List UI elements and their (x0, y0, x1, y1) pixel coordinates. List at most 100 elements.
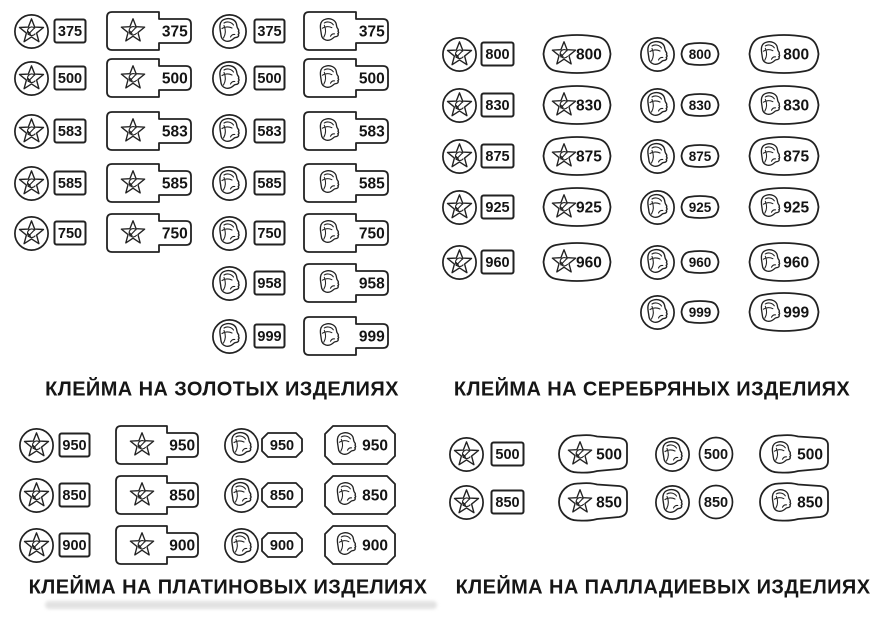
fineness-number: 950 (169, 437, 195, 454)
silver-830-star-circle-stamp (441, 87, 477, 123)
palladium-500-head-frame-stamp: 500 (759, 434, 829, 474)
fineness-number: 999 (359, 328, 385, 345)
fineness-number: 900 (362, 537, 388, 554)
star-hammer-sickle-icon (18, 169, 44, 194)
gold-585-head-frame-stamp: 585 (303, 163, 389, 203)
section-title-platinum: КЛЕЙМА НА ПЛАТИНОВЫХ ИЗДЕЛИЯХ (28, 576, 428, 599)
star-hammer-sickle-icon (23, 481, 49, 506)
platinum-900-head-circle-stamp (223, 527, 259, 563)
silver-830-fineness-pill-stamp: 830 (680, 93, 720, 117)
fineness-number: 500 (359, 70, 385, 87)
kokoshnik-head-icon (218, 117, 240, 142)
gold-583-head-frame-stamp: 583 (303, 111, 389, 151)
gold-500-star-frame-stamp: 500 (106, 58, 192, 98)
palladium-500-fineness-rect-stamp: 500 (490, 441, 524, 467)
fineness-number: 375 (257, 24, 281, 40)
fineness-number: 830 (485, 98, 509, 114)
fineness-number: 585 (257, 176, 281, 192)
silver-875-star-circle-stamp (441, 138, 477, 174)
kokoshnik-head-icon (646, 298, 668, 323)
palladium-500-head-circle-stamp (654, 436, 690, 472)
fineness-number: 958 (257, 276, 281, 292)
gold-750-star-frame-stamp: 750 (106, 213, 192, 253)
gold-750-head-circle-stamp (211, 215, 247, 251)
gold-958-fineness-rect-stamp: 958 (253, 270, 285, 296)
kokoshnik-head-icon (760, 299, 781, 322)
star-hammer-sickle-icon (551, 249, 577, 273)
gold-958-head-circle-stamp (211, 265, 247, 301)
fineness-number: 750 (58, 226, 82, 242)
silver-830-head-circle-stamp (639, 87, 675, 123)
silver-960-head-circle-stamp (639, 244, 675, 280)
silver-925-head-circle-stamp (639, 189, 675, 225)
platinum-900-fineness-octagon-stamp: 900 (261, 532, 303, 558)
star-hammer-sickle-icon (120, 65, 146, 89)
platinum-850-star-circle-stamp (18, 477, 54, 513)
star-hammer-sickle-icon (120, 18, 146, 42)
silver-960-fineness-pill-stamp: 960 (680, 250, 720, 274)
star-hammer-sickle-icon (446, 142, 472, 167)
fineness-number: 375 (58, 24, 82, 40)
fineness-number: 500 (257, 71, 281, 87)
section-title-silver: КЛЕЙМА НА СЕРЕБРЯНЫХ ИЗДЕЛИЯХ (453, 378, 851, 401)
kokoshnik-head-icon (646, 142, 668, 167)
gold-750-star-circle-stamp (13, 215, 49, 251)
platinum-950-star-frame-stamp: 950 (115, 425, 199, 465)
silver-999-head-frame-stamp: 999 (748, 292, 820, 332)
star-hammer-sickle-icon (120, 170, 146, 194)
kokoshnik-head-icon (319, 18, 340, 41)
kokoshnik-head-icon (218, 322, 240, 347)
star-hammer-sickle-icon (129, 432, 155, 456)
gold-750-fineness-rect-stamp: 750 (53, 220, 87, 246)
star-hammer-sickle-icon (446, 193, 472, 218)
silver-960-fineness-rect-stamp: 960 (480, 249, 514, 275)
silver-960-head-frame-stamp: 960 (748, 242, 820, 282)
silver-925-star-frame-stamp: 925 (542, 187, 612, 227)
kokoshnik-head-icon (771, 489, 792, 512)
kokoshnik-head-icon (646, 91, 668, 116)
gold-500-head-circle-stamp (211, 60, 247, 96)
fineness-number: 875 (485, 149, 509, 165)
fineness-number: 375 (359, 23, 385, 40)
silver-925-fineness-pill-stamp: 925 (680, 195, 720, 219)
kokoshnik-head-icon (760, 41, 781, 64)
star-hammer-sickle-icon (18, 64, 44, 89)
fineness-number: 750 (257, 226, 281, 242)
kokoshnik-head-icon (771, 441, 792, 464)
fineness-number: 800 (485, 47, 509, 63)
fineness-number: 500 (162, 70, 188, 87)
palladium-850-star-frame-stamp: 850 (558, 482, 628, 522)
gold-500-fineness-rect-stamp: 500 (53, 65, 87, 91)
silver-800-head-circle-stamp (639, 36, 675, 72)
fineness-number: 850 (362, 487, 388, 504)
fineness-number: 925 (485, 200, 509, 216)
fineness-number: 875 (783, 148, 809, 165)
platinum-900-fineness-rect-stamp: 900 (58, 532, 90, 558)
platinum-950-fineness-rect-stamp: 950 (58, 432, 90, 458)
star-hammer-sickle-icon (551, 194, 577, 218)
star-hammer-sickle-icon (567, 441, 593, 465)
fineness-number: 999 (257, 329, 281, 345)
fineness-number: 585 (359, 175, 385, 192)
fineness-number: 960 (485, 255, 509, 271)
kokoshnik-head-icon (661, 488, 683, 513)
platinum-850-fineness-octagon-stamp: 850 (261, 482, 303, 508)
fineness-number: 950 (362, 437, 388, 454)
silver-830-head-frame-stamp: 830 (748, 85, 820, 125)
silver-830-star-frame-stamp: 830 (542, 85, 612, 125)
fineness-number: 500 (797, 446, 823, 463)
fineness-number: 850 (797, 494, 823, 511)
fineness-number: 583 (257, 124, 281, 140)
silver-960-star-frame-stamp: 960 (542, 242, 612, 282)
kokoshnik-head-icon (218, 269, 240, 294)
kokoshnik-head-icon (218, 64, 240, 89)
fineness-number: 875 (576, 148, 602, 165)
fineness-number: 583 (359, 123, 385, 140)
star-hammer-sickle-icon (446, 91, 472, 116)
fineness-number: 925 (783, 199, 809, 216)
gold-500-head-frame-stamp: 500 (303, 58, 389, 98)
silver-800-fineness-pill-stamp: 800 (680, 42, 720, 66)
fineness-number: 750 (162, 225, 188, 242)
silver-800-head-frame-stamp: 800 (748, 34, 820, 74)
kokoshnik-head-icon (230, 531, 252, 556)
